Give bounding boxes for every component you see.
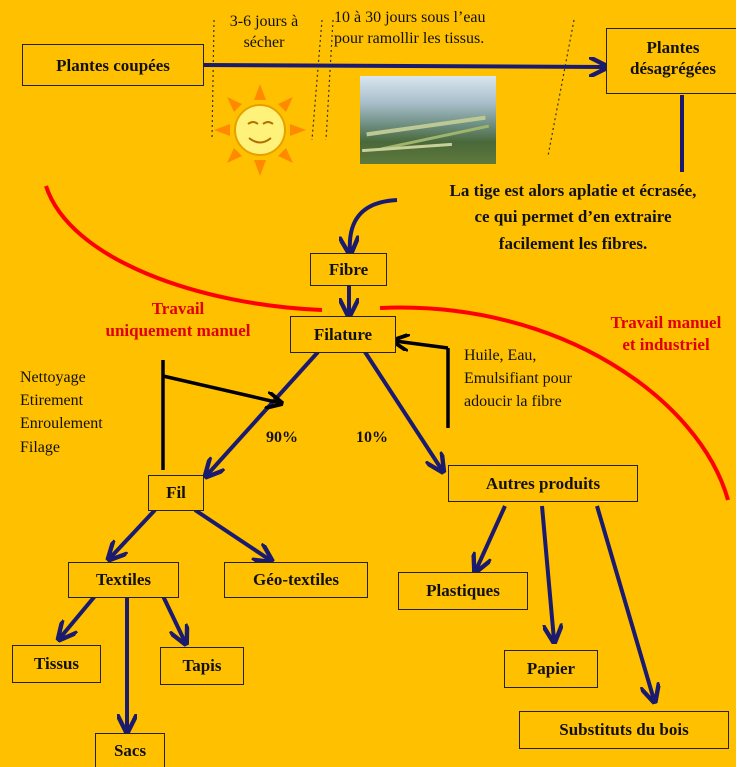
label-etapes-filage: Nettoyage Etirement Enroulement Filage: [20, 369, 103, 456]
label-huile: Huile, Eau, Emulsifiant pour adoucir la …: [464, 347, 572, 411]
node-fibre: Fibre: [310, 253, 387, 286]
label-pct-autres: 10%: [356, 429, 388, 446]
retting-photo: [360, 76, 496, 164]
arrow-filature-autres: [363, 350, 442, 470]
node-autres-produits: Autres produits: [448, 465, 638, 502]
label-pct-fil: 90%: [266, 429, 298, 446]
label-travail-industriel: Travail manuel et industriel: [610, 313, 722, 355]
arrow-textiles-tapis: [161, 595, 185, 642]
red-divider-right: [379, 305, 730, 501]
label-travail-manuel: Travail uniquement manuel: [105, 299, 251, 341]
red-divider-left: [44, 185, 323, 312]
node-plantes-desagregees: Plantes désagrégées: [606, 28, 736, 94]
dotted-separator-1: [211, 19, 215, 141]
node-plastiques: Plastiques: [398, 572, 528, 610]
node-papier: Papier: [504, 650, 598, 688]
dotted-separator-3: [325, 19, 334, 141]
label-eau: 10 à 30 jours sous l’eau pour ramollir l…: [334, 9, 486, 47]
arrow-plantes: [201, 65, 605, 67]
arrow-textiles-tissus: [60, 594, 97, 638]
node-geo-textiles: Géo-textiles: [224, 562, 368, 598]
arrow-filature-fil: [207, 350, 320, 475]
dotted-separator-4: [547, 19, 575, 157]
arrow-to-fibre: [350, 198, 398, 252]
node-textiles: Textiles: [68, 562, 179, 598]
node-filature: Filature: [290, 316, 396, 353]
arrow-autres-substituts: [595, 505, 654, 700]
label-tige: La tige est alors aplatie et écrasée, ce…: [449, 181, 697, 253]
node-plantes-coupees: Plantes coupées: [22, 44, 204, 86]
arrow-fil-geotextiles: [193, 508, 270, 560]
arrow-nettoyage: [162, 374, 280, 403]
node-tapis: Tapis: [160, 647, 244, 685]
node-tissus: Tissus: [12, 645, 101, 683]
node-fil: Fil: [148, 475, 204, 511]
dotted-separator-2: [311, 19, 323, 141]
label-secher: 3-6 jours à sécher: [229, 13, 299, 51]
node-substituts-bois: Substituts du bois: [519, 711, 729, 749]
arrow-autres-plastiques: [476, 505, 507, 570]
arrow-autres-papier: [540, 505, 554, 640]
sun-icon: [214, 84, 306, 176]
node-sacs: Sacs: [95, 733, 165, 767]
arrow-fil-textiles: [110, 508, 157, 558]
arrow-huile-filature: [395, 341, 449, 348]
